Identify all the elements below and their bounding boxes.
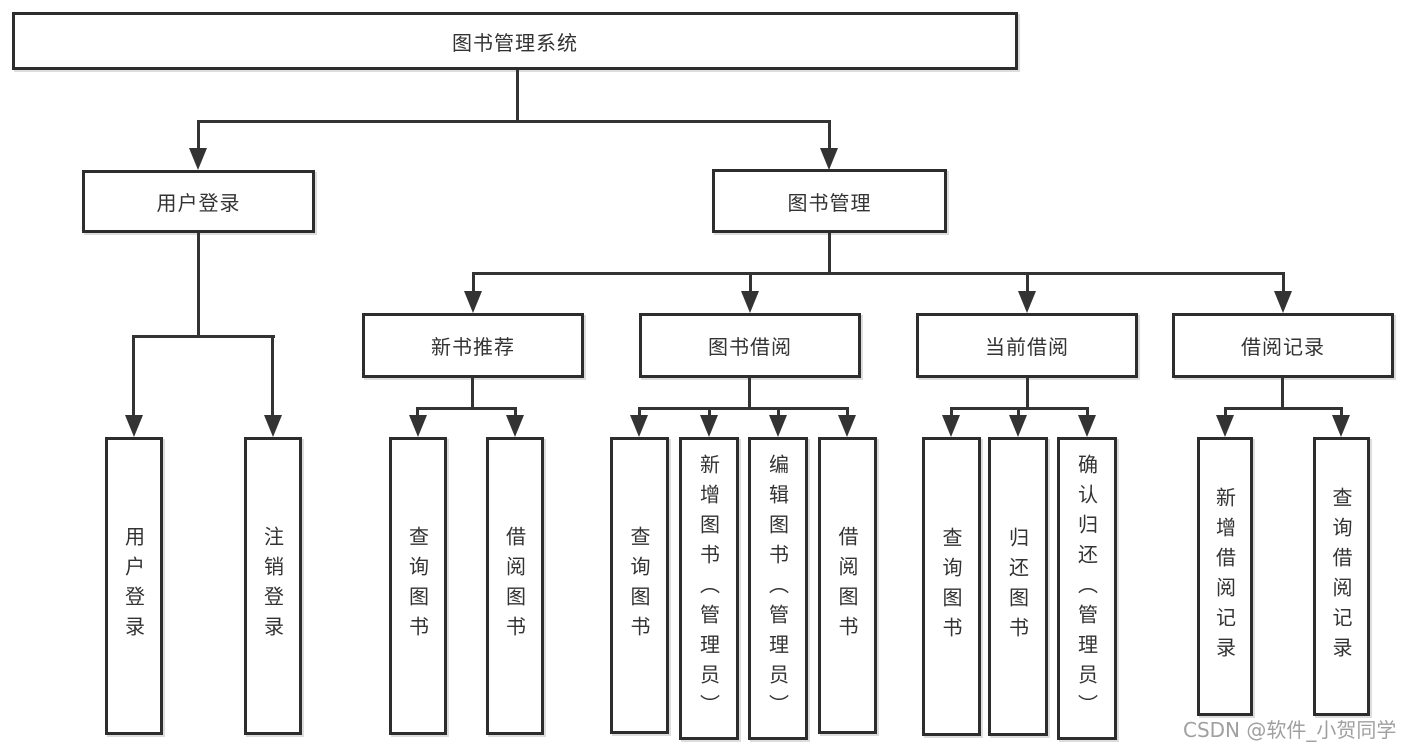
connector-line	[749, 272, 752, 294]
leaf-add-borrow-record-label: 新增借阅记录	[1212, 486, 1237, 667]
connector-line	[132, 335, 275, 338]
node-borrow-record: 借阅记录	[1172, 313, 1394, 378]
node-book-mgmt: 图书管理	[712, 169, 947, 233]
leaf-recommend-query-books-label: 查询图书	[405, 526, 430, 646]
connector-line	[416, 407, 517, 410]
leaf-user-login-label: 用户登录	[121, 526, 146, 646]
arrow-down-icon	[1009, 415, 1027, 437]
connector-line	[708, 407, 711, 419]
arrow-down-icon	[506, 415, 524, 437]
connector-line	[472, 272, 475, 294]
arrow-down-icon	[838, 415, 856, 437]
connector-line	[416, 407, 419, 419]
node-root-label: 图书管理系统	[452, 30, 578, 55]
connector-line	[132, 335, 135, 417]
leaf-return-books: 归还图书	[988, 437, 1048, 736]
node-current-borrow: 当前借阅	[916, 313, 1138, 378]
leaf-recommend-query-books: 查询图书	[389, 437, 447, 735]
leaf-recommend-borrow-books-label: 借阅图书	[502, 526, 527, 646]
connector-line	[197, 120, 831, 123]
arrow-down-icon	[1274, 291, 1292, 313]
connector-line	[1282, 272, 1285, 294]
leaf-logout-label: 注销登录	[260, 526, 285, 646]
connector-line	[828, 120, 831, 152]
arrow-down-icon	[769, 415, 787, 437]
leaf-current-query-books-label: 查询图书	[939, 526, 963, 647]
leaf-add-books-admin: 新增图书（管理员）	[679, 437, 739, 740]
connector-line	[1281, 378, 1284, 407]
node-borrow-record-label: 借阅记录	[1241, 335, 1325, 359]
leaf-confirm-return-admin: 确认归还（管理员）	[1057, 437, 1117, 740]
node-book-borrow-label: 图书借阅	[708, 335, 792, 359]
leaf-add-books-admin-label: 新增图书（管理员）	[696, 453, 721, 724]
node-book-mgmt-label: 图书管理	[787, 190, 872, 215]
leaf-query-borrow-record-label: 查询借阅记录	[1329, 486, 1353, 667]
csdn-watermark: CSDN @软件_小贺同学	[1183, 718, 1397, 742]
node-user-login-label: 用户登录	[156, 191, 241, 215]
arrow-down-icon	[1332, 415, 1350, 437]
leaf-confirm-return-admin-label: 确认归还（管理员）	[1074, 453, 1099, 724]
connector-line	[516, 70, 519, 120]
arrow-down-icon	[189, 148, 207, 170]
leaf-borrow-query-books-label: 查询图书	[627, 525, 651, 646]
connector-line	[638, 407, 849, 410]
arrow-down-icon	[1018, 291, 1036, 313]
connector-line	[471, 378, 474, 407]
node-new-book-recommend-label: 新书推荐	[431, 335, 515, 359]
connector-line	[950, 407, 953, 419]
leaf-borrow-books: 借阅图书	[818, 437, 877, 734]
connector-line	[197, 233, 200, 335]
leaf-edit-books-admin: 编辑图书（管理员）	[748, 437, 808, 740]
connector-line	[846, 407, 849, 419]
arrow-down-icon	[125, 415, 143, 437]
connector-line	[748, 378, 751, 407]
connector-line	[1026, 272, 1029, 294]
arrow-down-icon	[700, 415, 718, 437]
connector-line	[514, 407, 517, 419]
connector-line	[472, 272, 1285, 275]
leaf-recommend-borrow-books: 借阅图书	[486, 437, 544, 735]
arrow-down-icon	[464, 291, 482, 313]
leaf-user-login: 用户登录	[105, 437, 163, 735]
arrow-down-icon	[1216, 415, 1234, 437]
connector-line	[271, 335, 274, 417]
leaf-edit-books-admin-label: 编辑图书（管理员）	[765, 453, 790, 724]
connector-line	[777, 407, 780, 419]
leaf-add-borrow-record: 新增借阅记录	[1197, 437, 1253, 716]
arrow-down-icon	[264, 415, 282, 437]
node-book-borrow: 图书借阅	[639, 313, 861, 378]
leaf-return-books-label: 归还图书	[1005, 526, 1030, 647]
connector-line	[638, 407, 641, 419]
connector-line	[1086, 407, 1089, 419]
arrow-down-icon	[630, 415, 648, 437]
leaf-borrow-books-label: 借阅图书	[835, 525, 859, 646]
node-user-login: 用户登录	[82, 170, 315, 233]
connector-line	[197, 120, 200, 152]
leaf-current-query-books: 查询图书	[922, 437, 981, 736]
connector-line	[1224, 407, 1227, 419]
leaf-query-borrow-record: 查询借阅记录	[1313, 437, 1370, 716]
arrow-down-icon	[820, 148, 838, 170]
arrow-down-icon	[942, 415, 960, 437]
node-current-borrow-label: 当前借阅	[985, 335, 1069, 359]
leaf-logout: 注销登录	[244, 437, 302, 735]
leaf-borrow-query-books: 查询图书	[610, 437, 669, 734]
connector-line	[1224, 407, 1343, 410]
arrow-down-icon	[741, 291, 759, 313]
arrow-down-icon	[409, 415, 427, 437]
node-new-book-recommend: 新书推荐	[362, 313, 584, 378]
connector-line	[1017, 407, 1020, 419]
connector-line	[1026, 378, 1029, 407]
connector-line	[828, 233, 831, 272]
arrow-down-icon	[1078, 415, 1096, 437]
connector-line	[1340, 407, 1343, 419]
node-root: 图书管理系统	[12, 12, 1018, 70]
